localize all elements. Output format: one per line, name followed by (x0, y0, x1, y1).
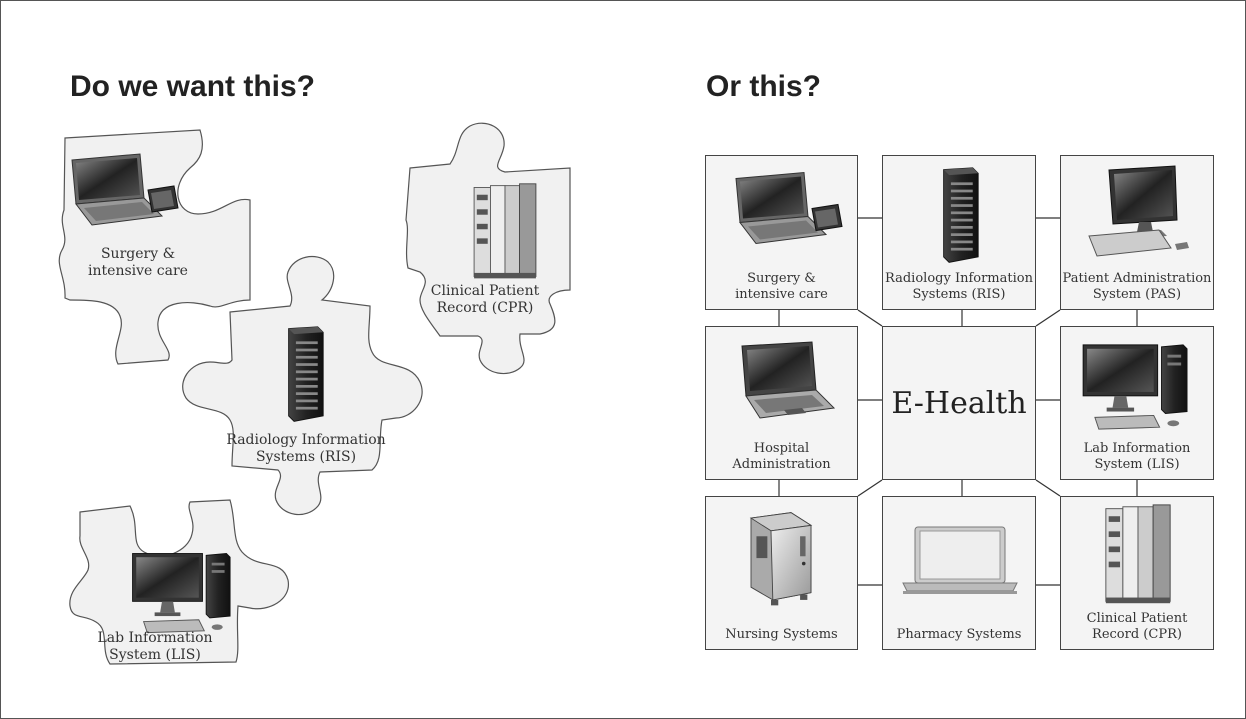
connector (1035, 479, 1061, 497)
cell-nursing-label: Nursing Systems (706, 627, 857, 643)
cell-cpr: Clinical Patient Record (CPR) (1060, 496, 1214, 650)
cell-cpr-line2: Record (CPR) (1092, 627, 1182, 642)
cell-lis-label: Lab Information System (LIS) (1061, 441, 1213, 473)
piece-label-ris: Radiology Information Systems (RIS) (226, 432, 386, 466)
file-cabinet-icon (1098, 503, 1178, 607)
cell-cpr-label: Clinical Patient Record (CPR) (1061, 611, 1213, 643)
piece-cpr-line2: Record (CPR) (436, 300, 534, 316)
left-heading: Do we want this? (70, 70, 316, 103)
cell-surgery-label: Surgery & intensive care (706, 271, 857, 303)
cell-ris-line1: Radiology Information (885, 271, 1033, 286)
piece-cpr-line1: Clinical Patient (430, 283, 540, 299)
cell-pas-label: Patient Administration System (PAS) (1061, 271, 1213, 303)
cell-ris: Radiology Information Systems (RIS) (882, 155, 1036, 310)
piece-lis-line2: System (LIS) (109, 647, 201, 663)
piece-label-surgery: Surgery & intensive care (78, 246, 198, 280)
cell-pas-line1: Patient Administration (1062, 271, 1212, 286)
laptop-phone-icon (726, 166, 846, 261)
cell-hospital-line1: Hospital (753, 441, 810, 456)
desktop-computer-icon (1075, 339, 1203, 437)
cell-lis-line1: Lab Information (1083, 441, 1191, 456)
right-heading: Or this? (706, 70, 822, 103)
cell-pas: Patient Administration System (PAS) (1060, 155, 1214, 310)
cell-pharmacy-label: Pharmacy Systems (883, 627, 1035, 643)
cell-surgery-line2: intensive care (735, 287, 828, 302)
piece-label-lis: Lab Information System (LIS) (90, 630, 220, 664)
laptop-icon (724, 337, 844, 429)
piece-surgery-line1: Surgery & (100, 246, 176, 262)
cell-cpr-line1: Clinical Patient (1086, 611, 1188, 626)
cell-lis: Lab Information System (LIS) (1060, 326, 1214, 480)
piece-label-cpr: Clinical Patient Record (CPR) (420, 283, 550, 317)
cell-pharmacy-line2: Pharmacy Systems (896, 627, 1022, 642)
cell-surgery-line1: Surgery & (747, 271, 816, 286)
cell-nursing-line2: Nursing Systems (725, 627, 838, 642)
cell-lis-line2: System (LIS) (1094, 457, 1180, 472)
monitor-keyboard-icon (1079, 164, 1199, 264)
cell-pas-line2: System (PAS) (1092, 287, 1182, 302)
piece-ris-line2: Systems (RIS) (255, 449, 357, 465)
server-case-icon (736, 509, 826, 609)
cell-hospital-line2: Administration (732, 457, 831, 472)
piece-lis-line1: Lab Information (97, 630, 213, 646)
cell-pharmacy: Pharmacy Systems (882, 496, 1036, 650)
cell-hospital-label: Hospital Administration (706, 441, 857, 473)
silver-laptop-icon (895, 519, 1025, 609)
piece-ris-line1: Radiology Information (226, 432, 386, 448)
cell-hospital: Hospital Administration (705, 326, 858, 480)
connector (857, 309, 883, 327)
cell-nursing: Nursing Systems (705, 496, 858, 650)
connector (857, 479, 883, 497)
connector (1035, 309, 1061, 327)
server-tower-icon (930, 166, 990, 266)
cell-ehealth: E-Health (882, 326, 1036, 480)
cell-surgery: Surgery & intensive care (705, 155, 858, 310)
piece-surgery-line2: intensive care (88, 263, 188, 279)
cell-ris-label: Radiology Information Systems (RIS) (883, 271, 1035, 303)
cell-ris-line2: Systems (RIS) (912, 287, 1006, 302)
ehealth-label: E-Health (891, 385, 1027, 421)
